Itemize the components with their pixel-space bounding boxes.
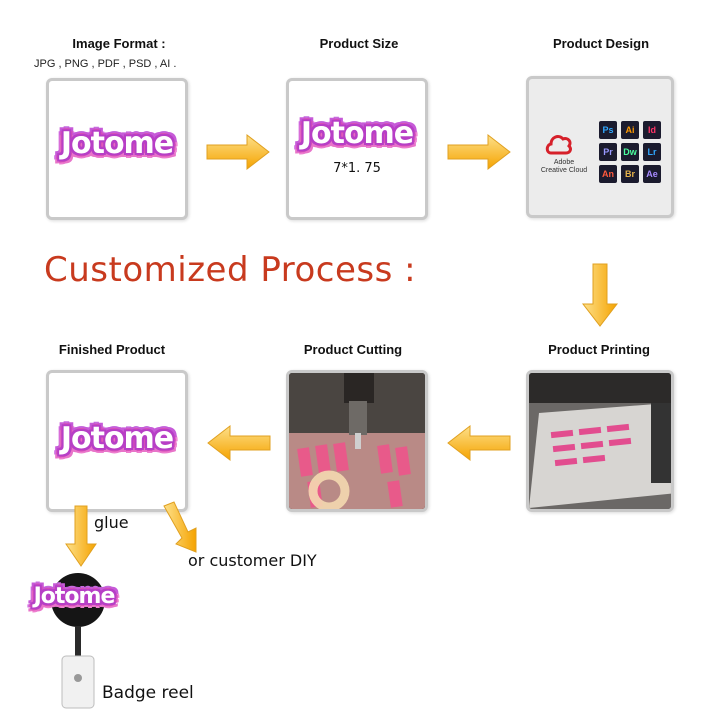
arrow-down-icon <box>65 505 97 567</box>
arrow-diagonal-icon <box>163 501 197 553</box>
adobe-brand: Adobe <box>553 159 575 166</box>
badge-reel-image <box>51 573 105 709</box>
jotome-logo: Jotome <box>60 126 174 161</box>
printing-machine-image <box>529 373 671 509</box>
jotome-logo: Jotome <box>300 116 414 151</box>
finished-product-box: Jotome <box>46 370 188 512</box>
animate-icon: An <box>599 165 617 183</box>
cutting-machine-image <box>289 373 425 509</box>
title-product-design: Product Design <box>552 36 650 51</box>
product-cutting-photo <box>286 370 428 512</box>
title-product-printing: Product Printing <box>548 342 650 357</box>
arrow-right-icon <box>447 133 511 171</box>
product-size-box: Jotome 7*1. 75 <box>286 78 428 220</box>
illustrator-icon: Ai <box>621 121 639 139</box>
arrow-right-icon <box>206 133 270 171</box>
jotome-logo: Jotome <box>60 421 174 456</box>
label-glue: glue <box>94 513 129 532</box>
title-image-format: Image Format : <box>72 36 166 51</box>
product-printing-photo <box>526 370 674 512</box>
premiere-icon: Pr <box>599 143 617 161</box>
creative-cloud-icon <box>545 135 572 155</box>
creative-cloud-label: Creative Cloud <box>540 167 588 174</box>
jotome-logo: Jotome <box>33 584 116 609</box>
adobe-app-grid: Ps Ai Id Pr Dw Lr An Br Ae <box>599 121 663 183</box>
arrow-left-icon <box>447 424 511 462</box>
dreamweaver-icon: Dw <box>621 143 639 161</box>
photoshop-icon: Ps <box>599 121 617 139</box>
indesign-icon: Id <box>643 121 661 139</box>
arrow-down-icon <box>581 263 619 327</box>
bridge-icon: Br <box>621 165 639 183</box>
title-product-size: Product Size <box>319 36 399 51</box>
title-finished-product: Finished Product <box>58 342 166 357</box>
product-design-box: Adobe Creative Cloud Ps Ai Id Pr Dw Lr A… <box>526 76 674 218</box>
file-formats-text: JPG , PNG , PDF , PSD , AI . <box>34 58 177 70</box>
title-product-cutting: Product Cutting <box>303 342 403 357</box>
label-badge-reel: Badge reel <box>102 683 194 703</box>
size-value: 7*1. 75 <box>333 161 381 176</box>
label-customer-diy: or customer DIY <box>188 551 317 570</box>
lightroom-icon: Lr <box>643 143 661 161</box>
headline-customized-process: Customized Process : <box>44 250 417 290</box>
arrow-left-icon <box>207 424 271 462</box>
after-effects-icon: Ae <box>643 165 661 183</box>
image-format-box: Jotome <box>46 78 188 220</box>
